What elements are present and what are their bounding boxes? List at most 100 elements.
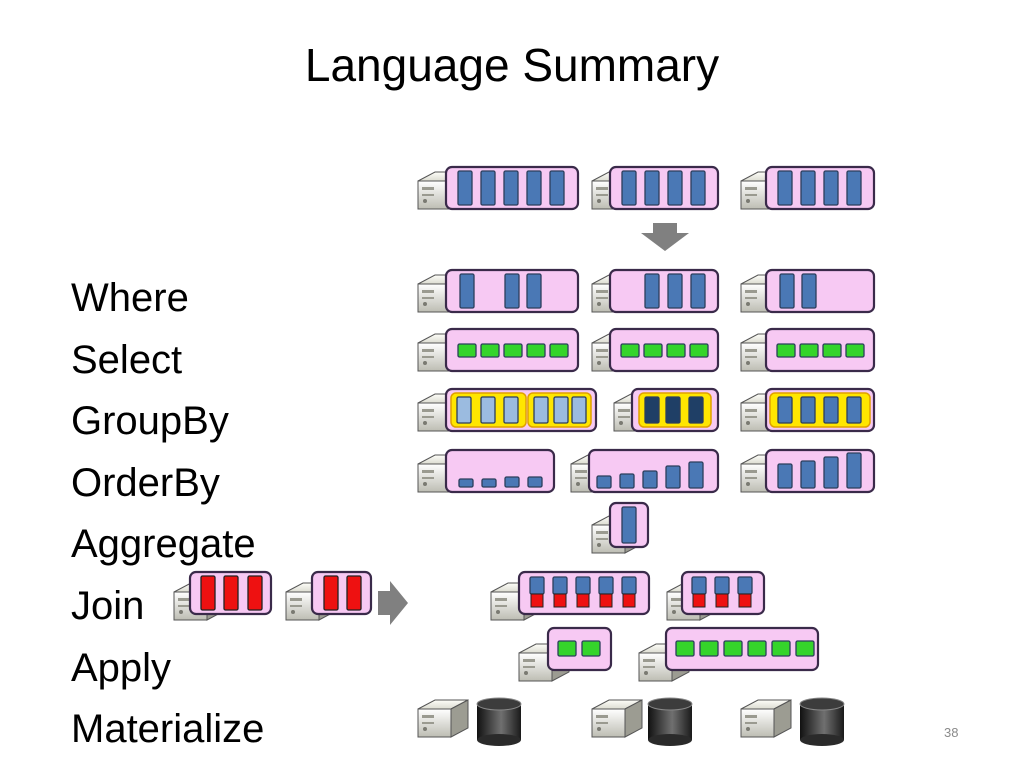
grouped-record <box>777 396 793 424</box>
record <box>777 170 793 206</box>
grouped-record <box>571 396 587 424</box>
operator-aggregate: Aggregate <box>71 522 256 567</box>
record <box>644 273 660 309</box>
projected-record <box>689 343 709 358</box>
grouped-record <box>553 396 569 424</box>
page-number: 38 <box>944 725 959 740</box>
record <box>552 576 568 595</box>
record <box>526 273 542 309</box>
record <box>642 470 658 489</box>
applied-record <box>557 640 577 657</box>
record <box>598 576 614 595</box>
record <box>690 273 706 309</box>
grouped-record <box>480 396 496 424</box>
record <box>480 170 496 206</box>
grouped-record <box>665 396 681 424</box>
record <box>575 576 591 595</box>
applied-record <box>675 640 695 657</box>
joined-record <box>223 575 239 611</box>
grouped-record <box>503 396 519 424</box>
projected-record <box>822 343 842 358</box>
record <box>665 465 681 489</box>
joined-record <box>323 575 339 611</box>
aggregate-record <box>621 506 637 544</box>
record <box>714 576 730 595</box>
disk-icon <box>799 697 845 746</box>
applied-record <box>723 640 743 657</box>
joined-record <box>346 575 362 611</box>
projected-record <box>643 343 663 358</box>
record <box>481 478 497 488</box>
grouped-record <box>533 396 549 424</box>
grouped-record <box>800 396 816 424</box>
joined-record <box>200 575 216 611</box>
record <box>504 476 520 488</box>
slide-title: Language Summary <box>304 39 720 91</box>
server-icon <box>740 699 792 738</box>
joined-record <box>715 593 729 608</box>
partition-box <box>608 327 720 373</box>
record <box>621 576 637 595</box>
record <box>529 576 545 595</box>
record <box>457 170 473 206</box>
arrow-right-icon <box>378 581 408 625</box>
record <box>667 170 683 206</box>
projected-record <box>799 343 819 358</box>
record <box>667 273 683 309</box>
applied-record <box>699 640 719 657</box>
grouped-record <box>456 396 472 424</box>
grouped-record <box>846 396 862 424</box>
partition-box <box>546 626 613 672</box>
operator-materialize: Materialize <box>71 707 265 752</box>
projected-record <box>480 343 500 358</box>
record <box>800 170 816 206</box>
joined-record <box>692 593 706 608</box>
record <box>800 460 816 489</box>
record <box>846 452 862 489</box>
projected-record <box>620 343 640 358</box>
record <box>527 476 543 488</box>
grouped-record <box>688 396 704 424</box>
record <box>596 475 612 489</box>
joined-record <box>553 593 567 608</box>
grouped-record <box>823 396 839 424</box>
server-icon <box>417 699 469 738</box>
disk-icon <box>647 697 693 746</box>
projected-record <box>776 343 796 358</box>
record <box>777 463 793 489</box>
disk-icon <box>476 697 522 746</box>
partition-box <box>764 327 876 373</box>
applied-record <box>747 640 767 657</box>
projected-record <box>666 343 686 358</box>
joined-record <box>576 593 590 608</box>
joined-record <box>530 593 544 608</box>
partition-box <box>310 570 373 616</box>
record <box>459 273 475 309</box>
record <box>737 576 753 595</box>
record <box>801 273 817 309</box>
record <box>458 478 474 488</box>
joined-record <box>247 575 263 611</box>
record <box>504 273 520 309</box>
joined-record <box>599 593 613 608</box>
operator-apply: Apply <box>71 645 172 690</box>
projected-record <box>457 343 477 358</box>
joined-record <box>622 593 636 608</box>
record <box>690 170 706 206</box>
record <box>779 273 795 309</box>
record <box>621 170 637 206</box>
record <box>549 170 565 206</box>
operator-groupby: GroupBy <box>71 399 229 444</box>
operator-join: Join <box>71 583 145 628</box>
record <box>526 170 542 206</box>
record <box>823 170 839 206</box>
operator-list: Where Select GroupBy OrderBy Aggregate J… <box>71 268 264 761</box>
projected-record <box>845 343 865 358</box>
joined-record <box>738 593 752 608</box>
server-icon <box>591 699 643 738</box>
applied-record <box>771 640 791 657</box>
projected-record <box>526 343 546 358</box>
group-highlight <box>769 392 871 428</box>
record <box>823 456 839 489</box>
